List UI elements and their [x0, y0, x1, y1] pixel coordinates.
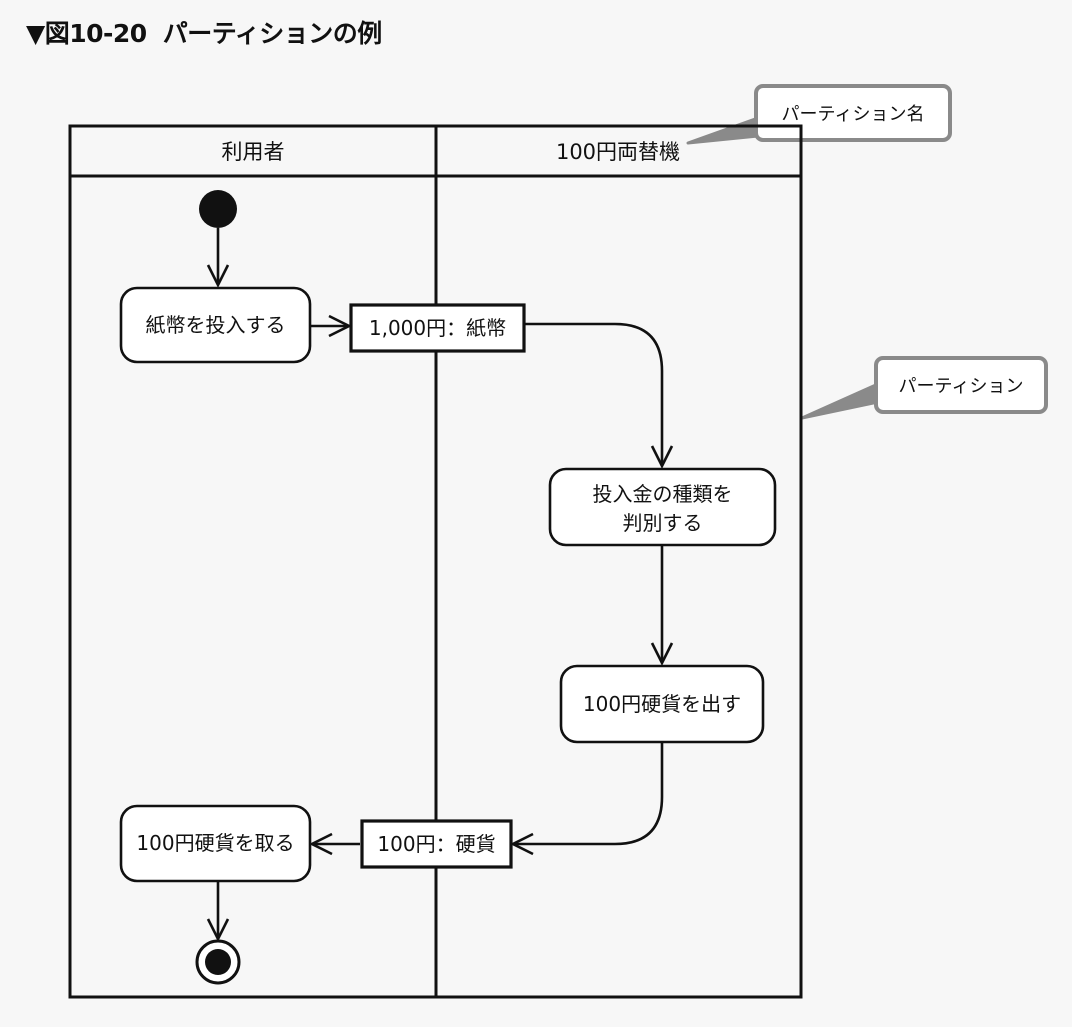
partition-frame: 利用者 100円両替機: [68, 124, 803, 999]
figure-number: 図10-20: [44, 19, 147, 48]
object-coin-label: 100円：硬貨: [377, 832, 495, 856]
action-box: [119, 804, 312, 883]
action-take-coin: 100円硬貨を取る: [119, 804, 312, 883]
action-take-coin-label: 100円硬貨を取る: [136, 831, 294, 855]
callout-pointer: [686, 116, 760, 145]
final-node-dot: [205, 949, 231, 975]
object-bill-label: 1,000円：紙幣: [369, 316, 506, 340]
callout-partition-name: パーティション名: [686, 84, 952, 145]
action-box: [548, 467, 777, 547]
figure-title: ▼図10-20 パーティションの例: [26, 14, 382, 50]
partition-label-changer: 100円両替機: [556, 140, 680, 164]
initial-node: [199, 190, 237, 228]
object-box: [349, 303, 526, 353]
object-bill: 1,000円：紙幣: [349, 303, 526, 353]
action-identify-line2: 判別する: [623, 511, 703, 535]
action-dispense-coin-label: 100円硬貨を出す: [583, 692, 741, 716]
flow-dispense-to-coin: [513, 742, 664, 844]
action-identify-line1: 投入金の種類を: [593, 482, 733, 506]
action-dispense-coin: 100円硬貨を出す: [559, 664, 765, 744]
object-coin: 100円：硬貨: [360, 819, 513, 869]
callout-box: [754, 84, 952, 142]
final-node: [195, 939, 241, 985]
partition-label-user: 利用者: [222, 140, 285, 164]
action-insert-bill: 紙幣を投入する: [119, 286, 312, 364]
action-insert-bill-label: 紙幣を投入する: [146, 313, 286, 337]
object-box: [360, 819, 513, 869]
figure-marker: ▼: [26, 19, 45, 48]
action-box: [559, 664, 765, 744]
callout-box: [874, 356, 1048, 414]
callout-partition-name-label: パーティション名: [782, 104, 925, 125]
action-identify-money: 投入金の種類を 判別する: [548, 467, 777, 547]
callout-partition: パーティション: [800, 356, 1048, 420]
callout-partition-label: パーティション: [899, 376, 1024, 397]
action-box: [119, 286, 312, 364]
figure-caption: パーティションの例: [162, 19, 383, 48]
flow-bill-to-identify: [524, 322, 662, 466]
callout-pointer: [800, 382, 880, 420]
